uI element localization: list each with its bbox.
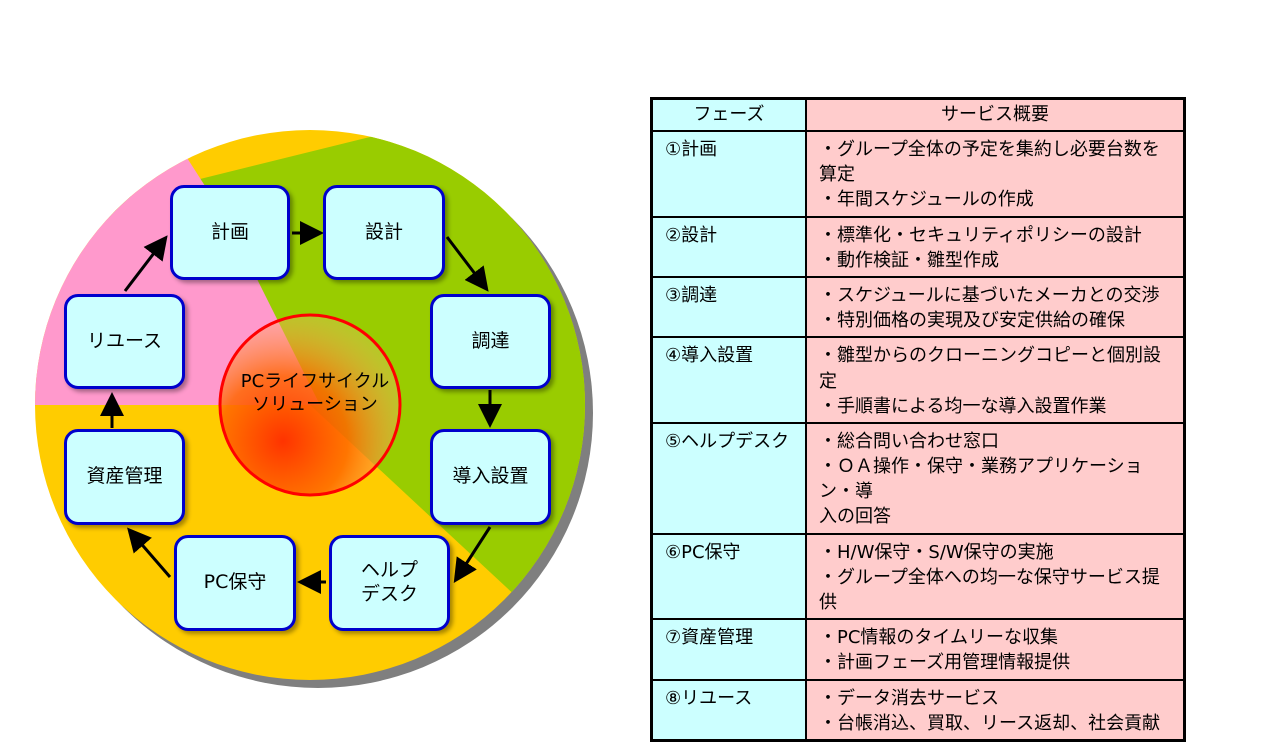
table-header-row: フェーズ サービス概要 (650, 97, 1186, 132)
phase-cell: ①計画 (650, 130, 807, 218)
phase-box-plan[interactable]: 計画 (170, 185, 290, 280)
phase-box-install[interactable]: 導入設置 (430, 429, 551, 525)
overview-cell: ・PC情報のタイムリーな収集・計画フェーズ用管理情報提供 (805, 618, 1186, 681)
table-row: ⑤ヘルプデスク・総合問い合わせ窓口・ＯＡ操作・保守・業務アプリケーション・導入の… (650, 421, 1186, 535)
overview-line: ・スケジュールに基づいたメーカとの交渉 (819, 284, 1160, 306)
phase-cell: ⑧リユース (650, 678, 807, 742)
arrow-install-helpdesk (453, 526, 492, 584)
overview-line: ・台帳消込、買取、リース返却、社会貢献 (819, 712, 1161, 734)
center-label: PCライフサイクル ソリューション (240, 371, 390, 416)
phase-cell: ⑤ヘルプデスク (650, 421, 807, 535)
overview-line: ・PC情報のタイムリーな収集 (819, 627, 1059, 649)
arrow-maintenance-asset (127, 527, 172, 578)
overview-cell: ・標準化・セキュリティポリシーの設計・動作検証・雛型作成 (805, 215, 1186, 278)
table-row: ②設計・標準化・セキュリティポリシーの設計・動作検証・雛型作成 (650, 215, 1186, 278)
phase-box-design[interactable]: 設計 (323, 185, 445, 280)
phase-cell: ⑦資産管理 (650, 618, 807, 681)
overview-cell: ・データ消去サービス・台帳消込、買取、リース返却、社会貢献 (805, 678, 1186, 742)
overview-line: ・計画フェーズ用管理情報提供 (819, 652, 1071, 674)
overview-line: ・標準化・セキュリティポリシーの設計 (819, 224, 1142, 246)
header-overview: サービス概要 (805, 97, 1186, 132)
header-phase: フェーズ (650, 97, 807, 132)
overview-line: ・グループ全体の予定を集約し必要台数を (819, 139, 1160, 160)
arrow-design-procure (445, 236, 489, 292)
overview-line: ・総合問い合わせ窓口 (819, 430, 999, 452)
phase-cell: ⑥PC保守 (650, 532, 807, 621)
overview-cell: ・グループ全体の予定を集約し必要台数を算定・年間スケジュールの作成 (805, 130, 1186, 218)
phase-cell: ②設計 (650, 215, 807, 278)
overview-line: ・動作検証・雛型作成 (819, 249, 999, 271)
overview-cell: ・H/W保守・S/W保守の実施・グループ全体への均一な保守サービス提供 (805, 532, 1186, 621)
phase-cell: ③調達 (650, 275, 807, 339)
overview-line: ・雛型からのクローニングコピーと個別設定 (819, 345, 1161, 392)
table-row: ⑥PC保守・H/W保守・S/W保守の実施・グループ全体への均一な保守サービス提供 (650, 532, 1186, 621)
overview-line: ・ＯＡ操作・保守・業務アプリケーション・導 (819, 456, 1143, 503)
phase-box-helpdesk[interactable]: ヘルプ デスク (329, 535, 450, 631)
phase-box-procure[interactable]: 調達 (430, 294, 551, 389)
phase-box-reuse[interactable]: リユース (64, 294, 185, 389)
center-circle (218, 313, 402, 497)
phase-box-asset[interactable]: 資産管理 (64, 429, 185, 525)
overview-line: 算定 (819, 164, 855, 186)
overview-line: ・手順書による均一な導入設置作業 (819, 395, 1107, 417)
table-row: ⑦資産管理・PC情報のタイムリーな収集・計画フェーズ用管理情報提供 (650, 618, 1186, 681)
table-row: ③調達・スケジュールに基づいたメーカとの交渉・特別価格の実現及び安定供給の確保 (650, 275, 1186, 339)
overview-line: ・特別価格の実現及び安定供給の確保 (819, 310, 1125, 332)
table-row: ①計画・グループ全体の予定を集約し必要台数を算定・年間スケジュールの作成 (650, 130, 1186, 218)
phase-cell: ④導入設置 (650, 336, 807, 424)
table-row: ④導入設置・雛型からのクローニングコピーと個別設定・手順書による均一な導入設置作… (650, 336, 1186, 424)
overview-cell: ・スケジュールに基づいたメーカとの交渉・特別価格の実現及び安定供給の確保 (805, 275, 1186, 339)
overview-line: ・年間スケジュールの作成 (819, 189, 1034, 211)
overview-line: 入の回答 (819, 506, 891, 528)
overview-line: ・データ消去サービス (819, 687, 999, 709)
phase-box-maintenance[interactable]: PC保守 (174, 535, 296, 631)
overview-cell: ・総合問い合わせ窓口・ＯＡ操作・保守・業務アプリケーション・導入の回答 (805, 421, 1186, 535)
overview-line: 供 (819, 592, 837, 613)
phase-table: フェーズ サービス概要 ①計画・グループ全体の予定を集約し必要台数を算定・年間ス… (650, 97, 1186, 742)
overview-cell: ・雛型からのクローニングコピーと個別設定・手順書による均一な導入設置作業 (805, 336, 1186, 424)
overview-line: ・グループ全体への均一な保守サービス提 (819, 566, 1160, 588)
arrow-reuse-plan (123, 235, 168, 292)
overview-line: ・H/W保守・S/W保守の実施 (819, 541, 1054, 563)
table-row: ⑧リユース・データ消去サービス・台帳消込、買取、リース返却、社会貢献 (650, 678, 1186, 742)
